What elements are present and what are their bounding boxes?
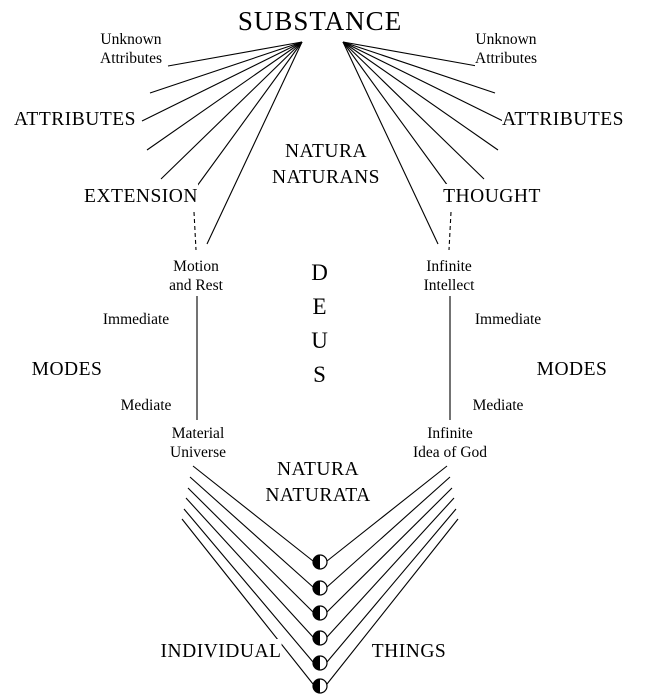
unknown-attributes-right-label: Unknown Attributes [475,31,537,69]
individual-thing-node [312,655,328,671]
right-individuation-fan [326,465,459,685]
left-attribute-fan [141,41,303,245]
individual-thing-node [312,630,328,646]
left-dashed-connector [193,211,197,251]
infinite-intellect-label: Infinite Intellect [423,258,475,296]
mediate-right-label: Mediate [472,397,524,416]
infinite-idea-of-god-label: Infinite Idea of God [412,425,488,463]
motion-and-rest-label: Motion and Rest [169,258,223,296]
thought-label: THOUGHT [443,184,541,210]
individual-things-nodes [312,554,328,694]
individual-thing-node [312,605,328,621]
natura-naturans-label: NATURA NATURANS [271,139,381,191]
left-individuation-fan [181,465,314,685]
attributes-left-label: ATTRIBUTES [14,107,136,133]
immediate-right-label: Immediate [474,311,542,330]
extension-label: EXTENSION [84,184,198,210]
unknown-attributes-left-label: Unknown Attributes [100,31,162,69]
individual-thing-node [312,580,328,596]
things-label: THINGS [371,639,447,665]
material-universe-label: Material Universe [170,425,226,463]
substance-label: SUBSTANCE [237,6,403,37]
individual-thing-node [312,678,328,694]
individual-label: INDIVIDUAL [160,639,282,665]
immediate-left-label: Immediate [102,311,170,330]
natura-naturata-label: NATURA NATURATA [265,457,371,509]
individual-thing-node [312,554,328,570]
mediate-left-label: Mediate [120,397,172,416]
deus-label: D E U S [311,256,329,392]
modes-right-label: MODES [536,357,608,383]
attributes-right-label: ATTRIBUTES [502,107,624,133]
right-attribute-fan [342,41,504,245]
right-dashed-connector [448,211,452,251]
modes-left-label: MODES [31,357,103,383]
